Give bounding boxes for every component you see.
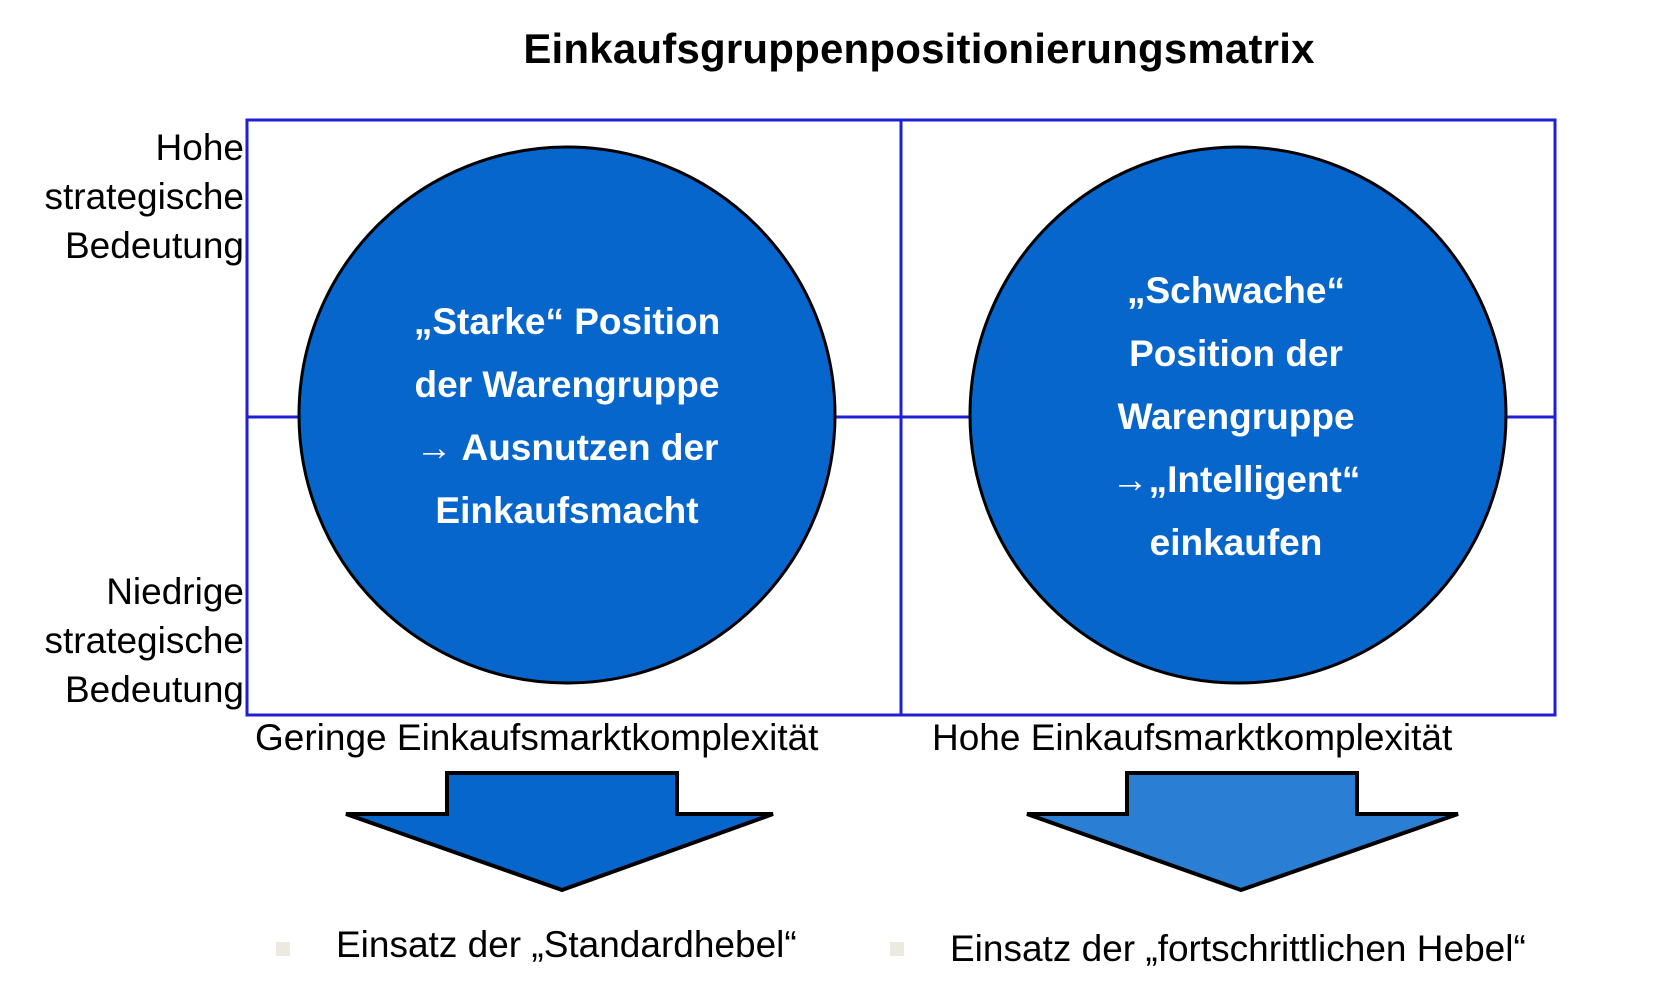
standard-lever-arrow <box>345 771 774 893</box>
circle-text-line: „Starke“ Position <box>413 301 721 342</box>
circle-text-line: →„Intelligent“ <box>1111 459 1361 500</box>
y-axis-label-line: Bedeutung <box>64 225 244 266</box>
weak-position-circle <box>968 145 1508 685</box>
circle-text-line: der Warengruppe <box>414 364 720 405</box>
circle-text-line: Einkaufsmacht <box>435 490 699 531</box>
y-axis-label-line: Hohe <box>155 127 244 168</box>
circle-text-line: Position der <box>1129 333 1343 374</box>
advanced-lever-result: Einsatz der „fortschrittlichen Hebel“ <box>950 928 1526 969</box>
y-axis-label-line: Bedeutung <box>64 669 244 710</box>
standard-lever-result: Einsatz der „Standardhebel“ <box>336 924 797 965</box>
bullet-marker <box>890 942 904 956</box>
weak-position-text: „Schwache“ Position der Warengruppe →„In… <box>966 259 1506 574</box>
bullet-marker <box>276 942 290 956</box>
circle-text-line: Warengruppe <box>1117 396 1355 437</box>
page-title: Einkaufsgruppenpositionierungsmatrix <box>523 25 1315 72</box>
y-axis-label-high: Hohe strategische Bedeutung <box>45 123 245 270</box>
strong-position-circle <box>297 145 837 685</box>
y-axis-label-line: Niedrige <box>106 571 244 612</box>
circle-text-line: einkaufen <box>1149 522 1323 563</box>
advanced-lever-arrow <box>1026 771 1459 893</box>
y-axis-label-line: strategische <box>44 176 245 217</box>
circle-text-line: „Schwache“ <box>1127 270 1345 311</box>
x-axis-label-low-complexity: Geringe Einkaufsmarktkomplexität <box>255 717 819 758</box>
x-axis-label-high-complexity: Hohe Einkaufsmarktkomplexität <box>932 717 1453 758</box>
strong-position-text: „Starke“ Position der Warengruppe → Ausn… <box>297 290 837 542</box>
y-axis-label-low: Niedrige strategische Bedeutung <box>45 567 245 714</box>
circle-text-line: → Ausnutzen der <box>415 427 719 468</box>
y-axis-label-line: strategische <box>44 620 245 661</box>
